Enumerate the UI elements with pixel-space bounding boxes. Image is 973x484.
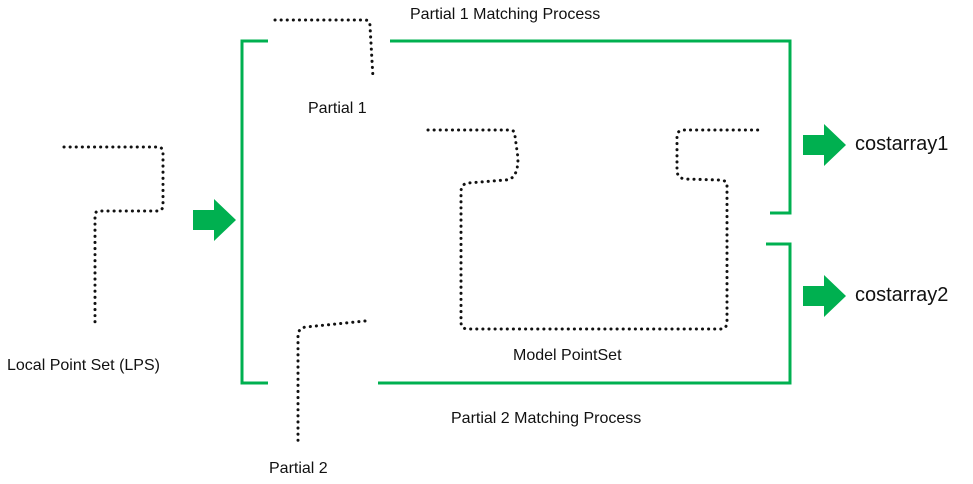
partial1-point-set: [273, 18, 375, 80]
partial1-label: Partial 1: [308, 100, 367, 117]
costarray2-label: costarray2: [855, 284, 949, 306]
model-pointset-label: Model PointSet: [513, 347, 622, 364]
partial2-label: Partial 2: [269, 460, 328, 477]
model-point-set: [426, 128, 764, 331]
right-arrow-icon: [803, 275, 846, 317]
right-arrow-icon: [803, 124, 846, 166]
costarray1-label: costarray1: [855, 133, 949, 155]
partial2-point-set: [296, 319, 367, 445]
right-arrow-icon: [193, 199, 236, 241]
lps-point-set: [62, 145, 165, 325]
lps-label: Local Point Set (LPS): [7, 357, 160, 374]
partial1-process-label: Partial 1 Matching Process: [410, 6, 601, 23]
partial2-process-label: Partial 2 Matching Process: [451, 410, 642, 427]
main-bracket-bottom: [378, 242, 792, 385]
main-bracket-top: [240, 39, 792, 385]
